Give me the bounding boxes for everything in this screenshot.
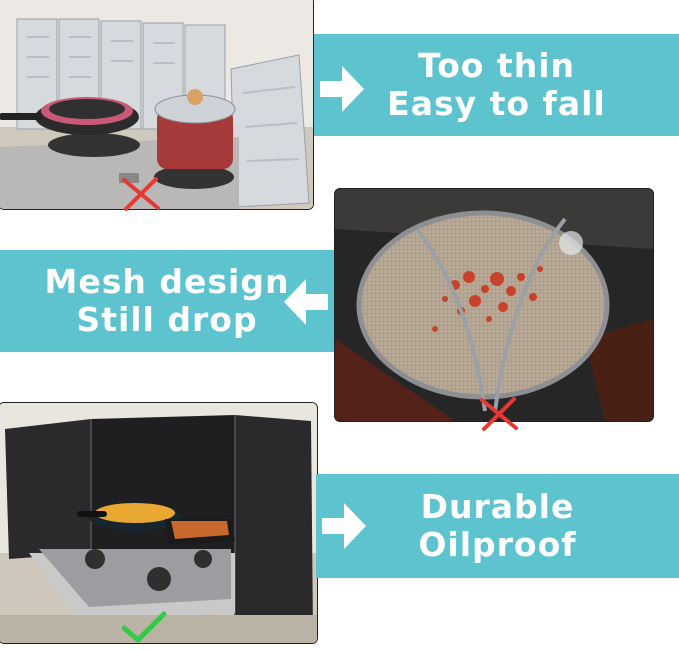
feature-banner-3: Durable Oilproof [316, 474, 679, 578]
check-icon [120, 610, 168, 646]
banner-1-line-2: Easy to fall [387, 84, 606, 123]
feature-banner-1: Too thin Easy to fall [314, 34, 679, 136]
black-guard-photo [0, 402, 318, 644]
banner-3-line-1: Durable [420, 487, 575, 526]
left-arrow-icon [284, 279, 328, 329]
mesh-screen-illustration [335, 189, 653, 421]
banner-1-line-1: Too thin [417, 46, 576, 85]
cross-icon [478, 396, 520, 432]
cross-icon [120, 176, 162, 212]
banner-2-line-1: Mesh design [44, 262, 290, 301]
black-guard-illustration [0, 403, 317, 643]
right-arrow-icon [322, 503, 366, 553]
mesh-screen-photo [334, 188, 654, 422]
right-arrow-icon [320, 66, 364, 116]
banner-3-line-2: Oilproof [418, 525, 577, 564]
foil-guard-illustration [0, 0, 313, 209]
banner-2-line-2: Still drop [76, 300, 258, 339]
foil-guard-photo [0, 0, 314, 210]
feature-banner-2: Mesh design Still drop [0, 250, 334, 352]
